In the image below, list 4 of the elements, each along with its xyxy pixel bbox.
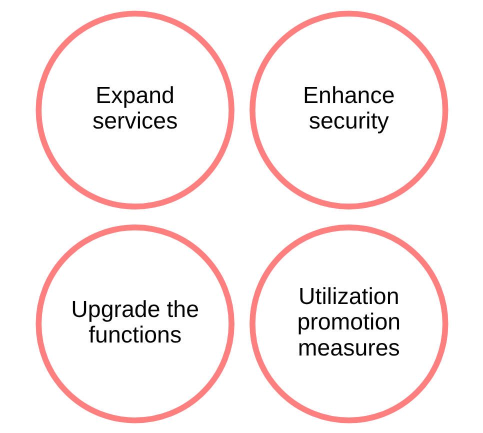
node-circle: Expand services xyxy=(35,10,234,209)
node-circle: Utilization promotion measures xyxy=(249,224,448,423)
node-circle: Upgrade the functions xyxy=(35,224,234,423)
node-circle: Enhance security xyxy=(249,10,448,209)
